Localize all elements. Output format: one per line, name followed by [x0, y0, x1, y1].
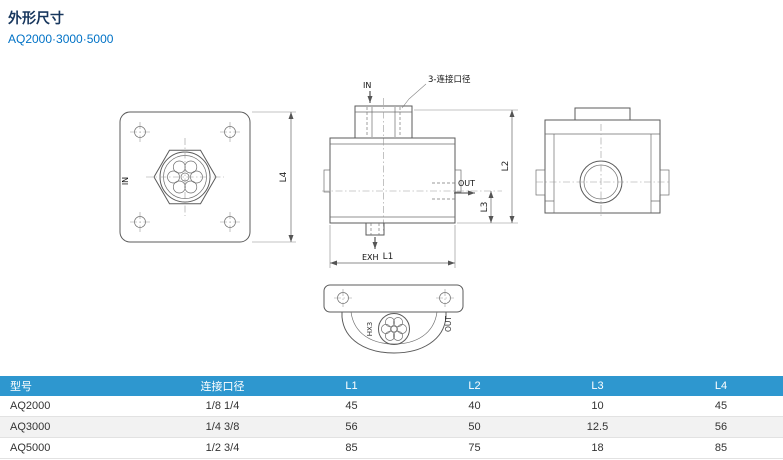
l2-dim-label: L2 — [501, 161, 511, 172]
l1-cell: 56 — [290, 416, 413, 438]
l3-cell: 10 — [536, 396, 659, 417]
bolt-hole-centermarks — [130, 122, 240, 232]
dimension-l2: L2 — [414, 109, 518, 224]
l2-cell: 75 — [413, 437, 536, 459]
page-title: 外形尺寸 — [8, 10, 64, 26]
side-out-label: OUT — [458, 179, 475, 188]
exh-label: EXH — [362, 253, 379, 262]
l2-cell: 40 — [413, 396, 536, 417]
l1-cell: 45 — [290, 396, 413, 417]
front-centerlines — [146, 138, 224, 216]
front-in-label: IN — [121, 177, 130, 185]
l1-dim-label: L1 — [383, 252, 394, 262]
port-size-note: 3-连接口径 — [428, 74, 471, 85]
l2-cell: 50 — [413, 416, 536, 438]
port-size-cell: 1/2 3/4 — [155, 437, 290, 459]
front-view: IN L4 — [112, 106, 304, 252]
dimension-l3: L3 — [480, 191, 494, 223]
valve-body — [323, 137, 462, 224]
bottom-view: HX3 OUT — [318, 280, 470, 360]
bottom-port-star-pattern — [381, 317, 407, 341]
col-header-model: 型号 — [0, 376, 155, 396]
col-header-l4: L4 — [659, 376, 783, 396]
table-row-aq3000: AQ3000 1/4 3/8 56 50 12.5 56 — [0, 416, 783, 438]
front-body-outline — [119, 111, 251, 243]
model-cell: AQ2000 — [0, 396, 155, 417]
l4-dim-label: L4 — [279, 171, 289, 182]
flange-hole-centermarks — [334, 289, 454, 307]
bottom-out-label: OUT — [444, 316, 453, 332]
bottom-arc-body — [341, 311, 447, 354]
side-view: IN 3-连接口径 OUT — [322, 70, 540, 274]
col-header-l3: L3 — [536, 376, 659, 396]
flange-outline — [323, 284, 464, 313]
note-leader-line — [401, 83, 427, 109]
bottom-port — [378, 313, 410, 345]
l3-cell: 18 — [536, 437, 659, 459]
l4-cell: 45 — [659, 396, 783, 417]
l1-cell: 85 — [290, 437, 413, 459]
table-row-aq2000: AQ2000 1/8 1/4 45 40 10 45 — [0, 396, 783, 417]
page-subtitle: AQ2000·3000·5000 — [8, 32, 114, 46]
model-cell: AQ5000 — [0, 437, 155, 459]
model-cell: AQ3000 — [0, 416, 155, 438]
col-header-l1: L1 — [290, 376, 413, 396]
table-header-row: 型号 连接口径 L1 L2 L3 L4 — [0, 376, 783, 396]
exhaust-boss — [365, 222, 385, 236]
dimension-l4: L4 — [252, 111, 296, 243]
dimension-l1: L1 — [329, 225, 456, 268]
right-body-outline — [535, 107, 670, 214]
right-centerlines — [536, 124, 670, 218]
l3-cell: 12.5 — [536, 416, 659, 438]
table-row-aq5000: AQ5000 1/2 3/4 85 75 18 85 — [0, 437, 783, 459]
l3-dim-label: L3 — [480, 202, 490, 213]
side-in-label: IN — [363, 81, 371, 90]
l4-cell: 85 — [659, 437, 783, 459]
col-header-l2: L2 — [413, 376, 536, 396]
flange-bolt-holes — [337, 292, 451, 304]
port-size-cell: 1/4 3/8 — [155, 416, 290, 438]
port-size-cell: 1/8 1/4 — [155, 396, 290, 417]
l4-cell: 56 — [659, 416, 783, 438]
dimensions-table: 型号 连接口径 L1 L2 L3 L4 AQ2000 1/8 1/4 45 40… — [0, 376, 783, 459]
hx-marking: HX3 — [366, 322, 374, 337]
col-header-port-size: 连接口径 — [155, 376, 290, 396]
right-view — [535, 104, 670, 222]
